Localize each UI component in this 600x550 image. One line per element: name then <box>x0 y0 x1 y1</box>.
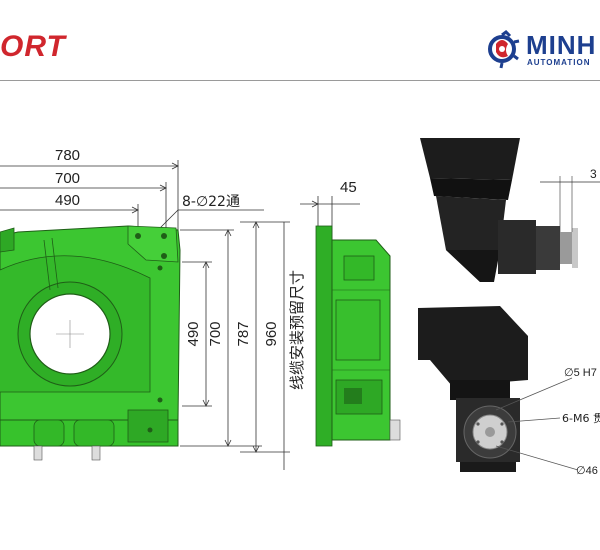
brand-text-fragment: ORT <box>0 30 66 63</box>
holes-label: 8-∅22通 <box>182 194 240 210</box>
logo-word: MINH <box>526 30 597 60</box>
side-view-body <box>315 225 401 447</box>
dim-700-top: 700 <box>55 170 80 187</box>
dim-3: 3 <box>590 167 597 181</box>
header-divider <box>0 80 600 81</box>
wrist-view-top <box>420 138 600 282</box>
dim-960-vertical: 960 <box>263 321 280 346</box>
dim-490-vertical: 490 <box>185 321 202 346</box>
gear-icon <box>488 30 520 69</box>
front-view-body <box>0 225 181 461</box>
vertical-dimension-lines <box>180 221 290 470</box>
callout-m6: 6-M6 贯 <box>562 412 600 425</box>
cable-reserve-note: 线缆安装预留尺寸 <box>288 270 306 390</box>
dim-45: 45 <box>340 179 357 196</box>
top-dimension-lines <box>0 160 264 232</box>
minh-automation-logo: MINH AUTOMATION <box>486 30 600 70</box>
callout-h7: ∅5 H7 <box>564 367 597 379</box>
dim-490-top: 490 <box>55 192 80 209</box>
dim-787-vertical: 787 <box>235 321 252 346</box>
callout-46: ∅46 <box>576 465 598 477</box>
dim-700-vertical: 700 <box>207 321 224 346</box>
callout-lines <box>495 377 579 471</box>
dim-780: 780 <box>55 147 80 164</box>
wrist-view-bottom <box>418 306 528 472</box>
logo-subtitle: AUTOMATION <box>527 58 591 67</box>
